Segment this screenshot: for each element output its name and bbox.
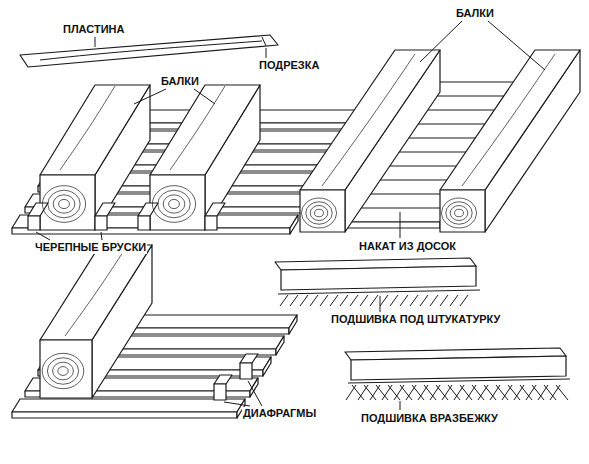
leader-lines bbox=[36, 21, 545, 410]
part-label: ПЛАСТИНА bbox=[62, 23, 125, 36]
ceiling-lining-plaster bbox=[275, 258, 480, 306]
beam-floor-cranial bbox=[12, 35, 363, 234]
part-label: ПОДШИВКА ВРАЗБЕЖКУ bbox=[360, 412, 499, 425]
part-label: ЧЕРЕПНЫЕ БРУСКИ bbox=[34, 241, 147, 254]
part-label: ДИАФРАГМЫ bbox=[242, 407, 317, 420]
part-label: ПОДРЕЗКА bbox=[258, 59, 320, 72]
part-label: БАЛКИ bbox=[160, 75, 200, 88]
ceiling-lining-spaced bbox=[345, 348, 570, 400]
part-label: ПОДШИВКА ПОД ШТУКАТУРКУ bbox=[330, 313, 501, 326]
beam-floor-diaphragms bbox=[12, 245, 297, 418]
part-label: БАЛКИ bbox=[455, 7, 495, 20]
beam-floor-boards bbox=[300, 50, 580, 232]
part-label: НАКАТ ИЗ ДОСОК bbox=[358, 240, 457, 253]
